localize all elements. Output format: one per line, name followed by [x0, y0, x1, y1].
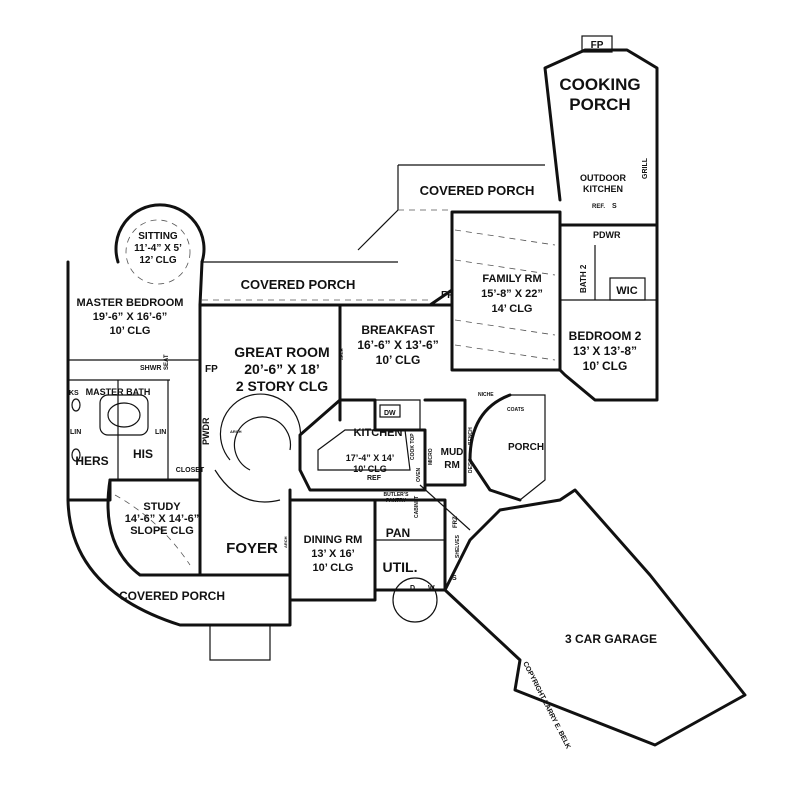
label-dining-rm-1: DINING RM — [304, 534, 363, 546]
label-his: HIS — [133, 447, 153, 461]
label-bedroom2-2: 13’ X 13’-8” — [573, 344, 637, 358]
label-study-1: STUDY — [143, 501, 181, 513]
label-cabinet: CABINET — [414, 496, 420, 518]
label-closet: CLOSET — [176, 467, 205, 474]
label-foyer: FOYER — [226, 540, 278, 557]
label-sink-outdoor: S — [612, 203, 617, 210]
label-bedroom2-1: BEDROOM 2 — [569, 329, 642, 343]
label-master-bedroom-2: 19’-6” X 16’-6” — [93, 311, 168, 323]
label-fp-cooking-porch: FP — [591, 40, 604, 51]
label-covered-porch-lower: COVERED PORCH — [119, 589, 225, 603]
label-arch-3: ARCH — [283, 536, 288, 548]
label-lin-1: LIN — [70, 429, 81, 436]
label-master-bath: MASTER BATH — [86, 387, 151, 397]
walls — [66, 35, 747, 747]
label-cooktop: COOK TOP — [410, 433, 416, 460]
label-butlers-pantry-2: PANTRY — [386, 498, 407, 504]
label-dryer: D — [410, 585, 415, 592]
label-niche: NICHE — [478, 392, 494, 398]
label-master-bedroom-1: MASTER BEDROOM — [77, 297, 184, 309]
label-porch-side: PORCH — [508, 442, 544, 453]
label-kitchen-3: 10’ CLG — [353, 464, 387, 474]
room-labels: FP COOKING PORCH OUTDOOR KITCHEN GRILL R… — [69, 40, 657, 750]
label-covered-porch-mid: COVERED PORCH — [241, 277, 356, 292]
label-butlers-pantry-1: BUTLER’S — [384, 492, 410, 498]
label-mud-rm-2: RM — [444, 460, 460, 471]
label-ref-outdoor: REF. — [592, 204, 605, 210]
label-util: UTIL. — [383, 559, 418, 575]
label-seat: SEAT — [164, 354, 170, 370]
label-great-room-1: GREAT ROOM — [234, 344, 329, 360]
label-pwdr-lower: PWDR — [201, 417, 211, 445]
label-family-rm-3: 14’ CLG — [492, 303, 533, 315]
label-breakfast-2: 16’-6” X 13’-6” — [357, 338, 438, 352]
label-family-rm-1: FAMILY RM — [482, 273, 541, 285]
label-kitchen-2: 17’-4” X 14’ — [346, 453, 395, 463]
copyright-text: COPYRIGHT LARRY E. BELK — [521, 661, 571, 750]
label-micro: MICRO — [428, 448, 434, 465]
label-dining-rm-2: 13’ X 16’ — [311, 548, 354, 560]
label-mud-rm-1: MUD — [441, 447, 464, 458]
label-ref-kitchen: REF — [367, 475, 382, 482]
label-sink-util: S — [452, 575, 457, 582]
label-oven: OVEN — [416, 467, 422, 482]
label-great-room-3: 2 STORY CLG — [236, 378, 328, 394]
label-ks: KS — [69, 390, 79, 397]
label-pwdr-upper: PDWR — [593, 230, 621, 240]
label-fp-great: FP — [205, 364, 218, 375]
label-dining-rm-3: 10’ CLG — [313, 562, 354, 574]
label-sitting-2: 11’-4” X 5’ — [134, 243, 182, 254]
label-coats: COATS — [507, 407, 525, 413]
label-cooking-porch-2: PORCH — [569, 95, 630, 114]
label-frz: FRZ — [453, 516, 459, 528]
label-breakfast-3: 10’ CLG — [376, 353, 421, 367]
label-bench: BENCH — [468, 427, 474, 445]
label-outdoor-kitchen-2: KITCHEN — [583, 184, 623, 194]
label-master-bedroom-3: 10’ CLG — [110, 325, 151, 337]
label-lin-2: LIN — [155, 429, 166, 436]
label-hers: HERS — [75, 454, 108, 468]
label-grill: GRILL — [642, 157, 649, 179]
label-wic: WIC — [616, 285, 637, 297]
label-cooking-porch-1: COOKING — [559, 75, 640, 94]
label-fp-family: FP — [441, 290, 454, 301]
label-breakfast-1: BREAKFAST — [361, 323, 435, 337]
label-shwr: SHWR — [140, 365, 161, 372]
label-kitchen-1: KITCHEN — [354, 427, 403, 439]
label-outdoor-kitchen-1: OUTDOOR — [580, 173, 626, 183]
label-sitting-1: SITTING — [138, 231, 178, 242]
label-garage: 3 CAR GARAGE — [565, 632, 657, 646]
label-bedroom2-3: 10’ CLG — [583, 359, 628, 373]
label-arch-2: ARCH — [230, 429, 242, 434]
label-pan: PAN — [386, 526, 410, 540]
label-great-room-2: 20’-6” X 18’ — [244, 361, 320, 377]
label-shelves: SHELVES — [455, 534, 461, 558]
label-arch-1: ARCH — [339, 348, 344, 360]
label-sitting-3: 12’ CLG — [139, 255, 176, 266]
label-dw-kitchen: DW — [384, 410, 396, 417]
label-covered-porch-upper: COVERED PORCH — [420, 183, 535, 198]
label-desk: DESK — [468, 459, 474, 473]
label-family-rm-2: 15’-8” X 22” — [481, 288, 543, 300]
label-washer: W — [428, 585, 435, 592]
label-study-3: SLOPE CLG — [130, 525, 194, 537]
label-bath2: BATH 2 — [579, 264, 588, 293]
label-study-2: 14’-6” X 14’-6” — [125, 513, 200, 525]
